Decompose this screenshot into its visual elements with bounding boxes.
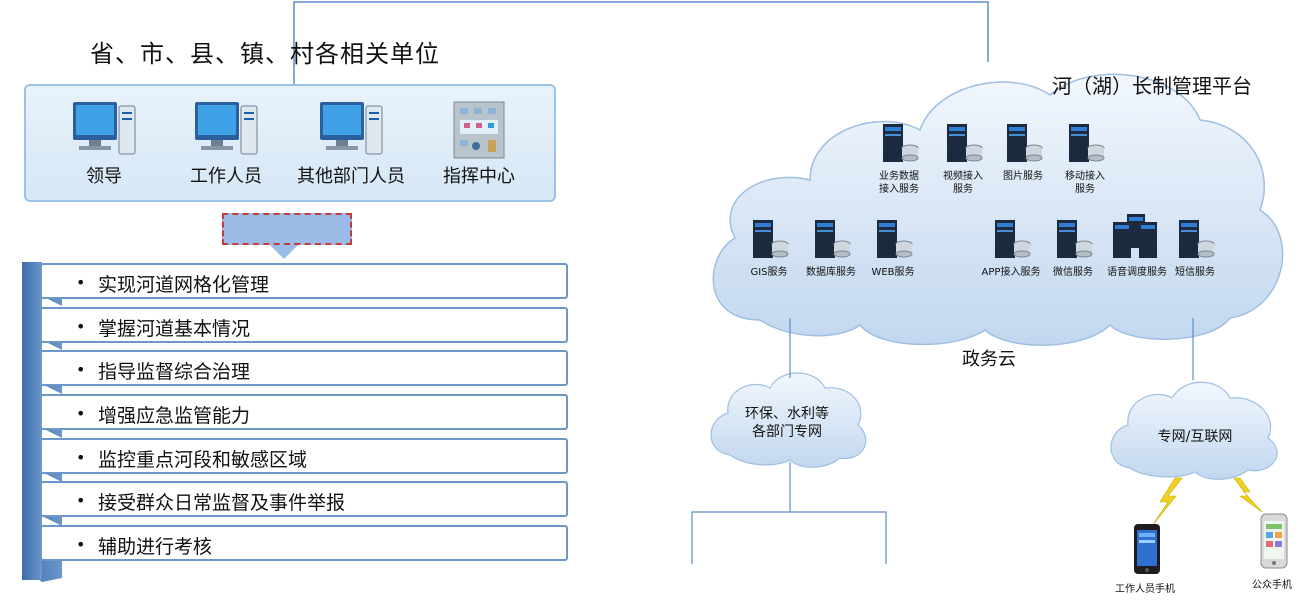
service-label: GIS服务 <box>750 267 788 278</box>
function-row[interactable]: • 掌握河道基本情况 <box>40 307 568 343</box>
function-text: 增强应急监管能力 <box>98 405 251 427</box>
terminal-label: 工作人员 <box>190 166 262 187</box>
computer-icon <box>73 102 136 155</box>
bullet-icon: • <box>76 360 86 379</box>
server-icon <box>995 220 1031 258</box>
service-label: WEB服务 <box>871 267 915 278</box>
service-label: 业务数据 <box>879 171 919 182</box>
function-row[interactable]: • 实现河道网格化管理 <box>40 263 568 299</box>
bullet-icon: • <box>76 448 86 467</box>
terminal-staff[interactable]: 工作人员 <box>166 98 286 188</box>
service-label: 服务 <box>1075 184 1095 195</box>
server-icon <box>753 220 789 258</box>
internet-label: 专网/互联网 <box>1157 429 1233 445</box>
function-row[interactable]: • 监控重点河段和敏感区域 <box>40 438 568 474</box>
terminal-label: 其他部门人员 <box>297 166 405 187</box>
units-title: 省、市、县、镇、村各相关单位 <box>90 40 440 68</box>
terminal-label: 领导 <box>86 166 122 187</box>
public-phone-icon <box>1260 513 1288 569</box>
service-voice-dispatch[interactable]: 语音调度服务 <box>1094 212 1180 279</box>
service-app[interactable]: APP接入服务 <box>968 218 1054 279</box>
terminal-other-dept[interactable]: 其他部门人员 <box>281 98 421 188</box>
bullet-icon: • <box>76 317 86 336</box>
server-icon <box>1007 124 1043 162</box>
service-mobile[interactable]: 移动接入 服务 <box>1042 122 1128 196</box>
dept-fork-bar <box>691 511 887 564</box>
function-text: 指导监督综合治理 <box>98 361 251 383</box>
server-cluster-icon <box>1113 214 1157 258</box>
bullet-icon: • <box>76 491 86 510</box>
service-label: 数据库服务 <box>806 267 856 278</box>
service-sms[interactable]: 短信服务 <box>1152 218 1238 279</box>
function-text: 监控重点河段和敏感区域 <box>98 449 308 471</box>
function-text: 掌握河道基本情况 <box>98 318 251 340</box>
service-label: 视频接入 <box>943 171 983 182</box>
function-row[interactable]: • 辅助进行考核 <box>40 525 568 561</box>
terminal-command-center[interactable]: 指挥中心 <box>419 98 539 188</box>
bullet-icon: • <box>76 404 86 423</box>
service-gis[interactable]: GIS服务 <box>726 218 812 279</box>
internet-cloud-shape <box>1110 381 1278 480</box>
computer-icon <box>320 102 383 155</box>
lightning-icon <box>1151 477 1183 527</box>
function-text: 辅助进行考核 <box>98 536 213 558</box>
platform-title: 河（湖）长制管理平台 <box>1052 74 1252 98</box>
service-database[interactable]: 数据库服务 <box>788 218 874 279</box>
service-label: 移动接入 <box>1065 171 1105 182</box>
connector-box <box>222 213 352 245</box>
service-label: APP接入服务 <box>981 267 1041 278</box>
service-image[interactable]: 图片服务 <box>980 122 1066 183</box>
lightning-icon <box>1233 477 1263 513</box>
terminal-leader[interactable]: 领导 <box>44 98 164 188</box>
terminal-label: 指挥中心 <box>443 166 515 187</box>
dept-network-line: 环保、水利等 <box>745 406 829 422</box>
service-label: 服务 <box>953 184 973 195</box>
computer-icon <box>195 102 258 155</box>
function-text: 接受群众日常监督及事件举报 <box>98 492 346 514</box>
dept-network-line: 各部门专网 <box>752 424 822 440</box>
worker-phone-label: 工作人员手机 <box>1115 584 1175 595</box>
function-row[interactable]: • 增强应急监管能力 <box>40 394 568 430</box>
service-wechat[interactable]: 微信服务 <box>1030 218 1116 279</box>
server-icon <box>1057 220 1093 258</box>
function-text: 实现河道网格化管理 <box>98 274 270 296</box>
server-icon <box>947 124 983 162</box>
service-label: 微信服务 <box>1053 267 1093 278</box>
bullet-icon: • <box>76 273 86 292</box>
public-phone-label: 公众手机 <box>1252 580 1292 591</box>
cloud-name: 政务云 <box>962 349 1016 370</box>
worker-phone-icon <box>1134 524 1160 574</box>
building-icon <box>453 101 505 159</box>
server-icon <box>877 220 913 258</box>
government-cloud-shape <box>712 73 1284 346</box>
service-label: 图片服务 <box>1003 171 1043 182</box>
dept-network-label: 环保、水利等 各部门专网 <box>722 405 852 441</box>
function-row[interactable]: • 指导监督综合治理 <box>40 350 568 386</box>
dept-network-cloud-shape <box>710 372 867 468</box>
server-icon <box>815 220 851 258</box>
connector-arrow-icon <box>270 245 298 259</box>
server-icon <box>1179 220 1215 258</box>
service-label: 短信服务 <box>1175 267 1215 278</box>
server-icon <box>883 124 919 162</box>
terminal-panel: 领导 工作人员 其他部门人员 <box>24 84 556 202</box>
service-business-data[interactable]: 业务数据 接入服务 <box>856 122 942 196</box>
service-label: 接入服务 <box>879 184 919 195</box>
service-web[interactable]: WEB服务 <box>850 218 936 279</box>
top-link-line <box>293 1 989 92</box>
function-row[interactable]: • 接受群众日常监督及事件举报 <box>40 481 568 517</box>
service-video[interactable]: 视频接入 服务 <box>920 122 1006 196</box>
server-icon <box>1069 124 1105 162</box>
bullet-icon: • <box>76 535 86 554</box>
service-label: 语音调度服务 <box>1107 267 1167 278</box>
